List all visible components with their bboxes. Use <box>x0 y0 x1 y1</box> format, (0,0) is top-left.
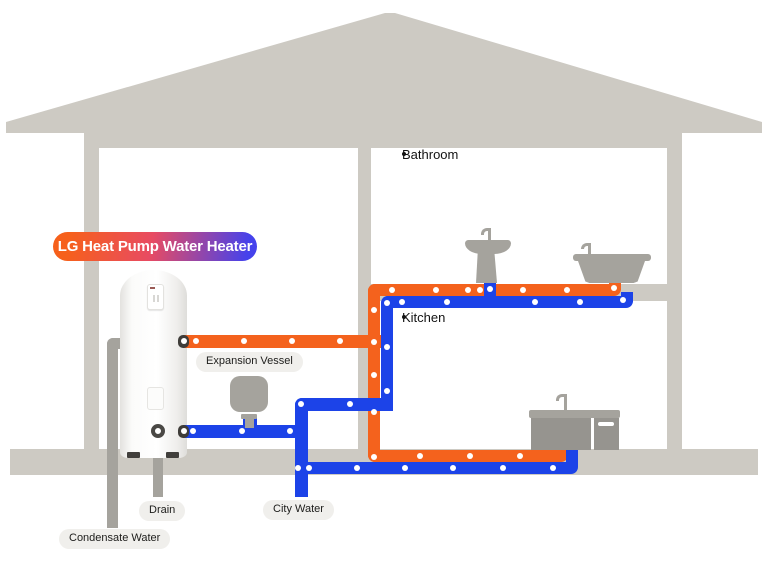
pipe-joint-dot <box>241 338 247 344</box>
tank-label-plate <box>147 387 164 410</box>
bathroom-sink-pedestal <box>476 253 497 283</box>
pipe-joint-dot <box>477 287 483 293</box>
house-ceiling <box>84 128 682 148</box>
bathtub-faucet-stem <box>588 244 591 255</box>
cold-water-pipe-tank-inlet <box>183 425 307 438</box>
pipe-joint-dot <box>371 372 377 378</box>
tank-panel-slot <box>157 295 159 302</box>
pipe-joint-dot <box>306 465 312 471</box>
tank-drain-valve <box>151 424 165 438</box>
cold-water-pipe-underfloor-run <box>295 462 578 474</box>
pipe-joint-dot <box>500 465 506 471</box>
expansion-vessel-label: Expansion Vessel <box>196 352 303 372</box>
cold-water-pipe-kitchen-sink-stub <box>566 446 578 462</box>
drain-label: Drain <box>139 501 186 521</box>
cold-water-pipe-bath-sink-stub <box>484 281 496 306</box>
pipe-joint-dot <box>399 299 405 305</box>
expansion-vessel-stem <box>245 419 254 428</box>
pipe-joint-dot <box>384 300 390 306</box>
pipe-joint-dot <box>402 465 408 471</box>
pipe-joint-dot <box>487 286 493 292</box>
pipe-joint-dot <box>287 428 293 434</box>
bath-sink-faucet-stem <box>488 229 491 241</box>
pipe-joint-dot <box>611 285 617 291</box>
house-left-wall <box>84 133 99 452</box>
hot-water-pipe-kitchen-sink-stub <box>556 446 568 456</box>
condensate-pipe <box>107 338 118 528</box>
pipe-joint-dot <box>620 297 626 303</box>
pipe-joint-dot <box>371 307 377 313</box>
expansion-vessel <box>230 376 268 412</box>
pipe-joint-dot <box>289 338 295 344</box>
tank-control-panel <box>147 284 164 310</box>
pipe-joint-dot <box>433 287 439 293</box>
drain-pipe <box>153 445 163 497</box>
bullet-icon <box>402 152 406 156</box>
tank-logo-mark <box>150 287 155 289</box>
pipe-joint-dot <box>467 453 473 459</box>
kitchen-sink-cabinet <box>531 418 591 450</box>
kitchen-faucet-stem <box>564 395 567 411</box>
pipe-joint-dot <box>389 287 395 293</box>
tank-panel-slot <box>153 295 155 302</box>
pipe-joint-dot <box>371 339 377 345</box>
pipe-joint-dot <box>354 465 360 471</box>
tank-foot <box>127 452 140 458</box>
cold-water-pipe-riser <box>381 296 393 411</box>
kitchen-counter-top <box>529 410 620 418</box>
house-roof <box>6 13 762 133</box>
pipe-joint-dot <box>371 454 377 460</box>
cold-water-pipe-city-riser <box>295 398 308 497</box>
pipe-joint-dot <box>384 344 390 350</box>
cold-water-pipe-bathtub-stub <box>621 292 633 302</box>
pipe-joint-dot <box>384 388 390 394</box>
pipe-joint-dot <box>239 428 245 434</box>
pipe-joint-dot <box>181 338 187 344</box>
pipe-joint-dot <box>550 465 556 471</box>
product-title-badge: LG Heat Pump Water Heater <box>53 232 257 261</box>
hot-water-pipe-tank-outlet <box>183 335 381 348</box>
city-water-label: City Water <box>263 500 334 520</box>
pipe-joint-dot <box>444 299 450 305</box>
pipe-joint-dot <box>532 299 538 305</box>
pipe-joint-dot <box>577 299 583 305</box>
pipe-joint-dot <box>517 453 523 459</box>
cabinet-handle <box>598 422 614 426</box>
pipe-joint-dot <box>371 409 377 415</box>
cold-water-pipe-bathroom-run <box>381 296 633 308</box>
bullet-icon <box>402 315 406 319</box>
pipe-joint-dot <box>193 338 199 344</box>
pipe-joint-dot <box>450 465 456 471</box>
condensate-pipe-elbow <box>107 338 123 349</box>
cold-water-pipe-mid-run <box>295 398 393 411</box>
condensate-water-label: Condensate Water <box>59 529 171 549</box>
bathtub-faucet-icon <box>581 243 591 249</box>
bath-sink-faucet-icon <box>481 228 491 235</box>
bathtub-rim <box>573 254 651 261</box>
kitchen-faucet-icon <box>556 394 567 401</box>
pipe-joint-dot <box>564 287 570 293</box>
pipe-joint-dot <box>337 338 343 344</box>
pipe-joint-dot <box>520 287 526 293</box>
pipe-joint-dot <box>181 428 187 434</box>
pipe-joint-dot <box>298 401 304 407</box>
bathroom-sink-basin <box>465 240 511 254</box>
bathtub <box>578 261 645 283</box>
pipe-joint-dot <box>347 401 353 407</box>
expansion-vessel-neck <box>241 414 257 419</box>
pipe-joint-dot <box>295 465 301 471</box>
pipe-joint-dot <box>417 453 423 459</box>
pipe-joint-dot <box>190 428 196 434</box>
pipe-joint-dot <box>465 287 471 293</box>
tank-foot <box>166 452 179 458</box>
